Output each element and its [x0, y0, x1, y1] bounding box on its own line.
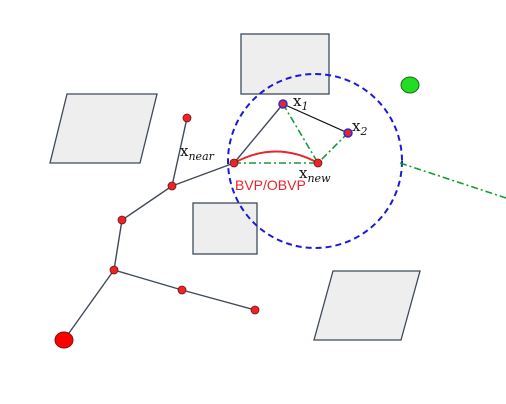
edge-n2-n3	[181, 289, 256, 311]
node-n3	[250, 305, 260, 315]
edge-n5-n6	[171, 117, 188, 187]
dashdot-x2-xnew	[317, 132, 349, 164]
node-x1	[278, 99, 288, 109]
candidate-connections	[234, 103, 506, 199]
label-bvp: BVP/OBVP	[235, 177, 306, 193]
edge-xnear-x1	[233, 103, 284, 164]
label-xnew: xnew	[299, 164, 331, 185]
node-n1	[109, 265, 119, 275]
edge-n5-xnear	[171, 162, 235, 187]
label-xnear: xnear	[180, 142, 215, 163]
node-n4	[117, 215, 127, 225]
goal-node	[400, 76, 420, 94]
obstacle-left-parallelogram	[49, 93, 158, 164]
edge-n1-n4	[113, 219, 123, 271]
node-xnew	[313, 158, 323, 168]
node-n2	[177, 285, 187, 295]
bvp-curve	[233, 150, 319, 164]
obstacle-top-rect	[240, 33, 330, 95]
node-xnear	[229, 158, 239, 168]
node-x2	[343, 128, 353, 138]
edge-n4-n5	[121, 185, 173, 221]
edge-start-n1	[63, 269, 115, 341]
node-n6	[182, 113, 192, 123]
tree-edges	[63, 103, 284, 341]
dashdot-x1-xnew	[282, 103, 319, 164]
dashdot-xnew-goal-direction	[399, 162, 506, 199]
near-radius-circle	[227, 73, 403, 249]
start-node	[54, 331, 74, 349]
label-x2: x2	[352, 117, 367, 138]
obstacle-bottom-parallelogram	[313, 270, 421, 341]
label-x1: x1	[293, 92, 308, 113]
obstacle-middle-rect	[192, 202, 258, 255]
edge-x1-x2	[282, 103, 349, 134]
node-n5	[167, 181, 177, 191]
tree-nodes	[109, 113, 323, 315]
edge-n1-n2	[113, 269, 183, 291]
